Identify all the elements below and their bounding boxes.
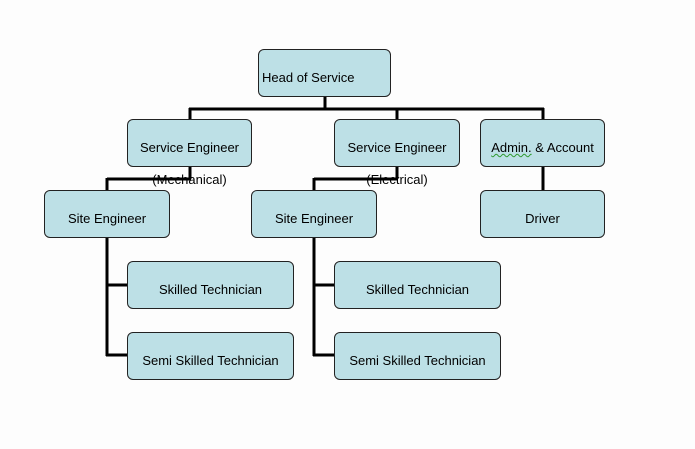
- head-of-service-box: Head of Service: [258, 49, 391, 97]
- driver-box: Driver: [480, 190, 605, 238]
- admin-account-label: Admin. & Account: [481, 140, 604, 156]
- semi-skilled-technician-electrical-box: Semi Skilled Technician: [334, 332, 501, 380]
- service-engineer-mechanical-box: Service Engineer (Mechanical): [127, 119, 252, 187]
- service-engineer-electrical-subtitle: (Electrical): [366, 172, 428, 187]
- skilled-technician-label: Skilled Technician: [158, 282, 263, 297]
- skilled-technician-electrical-box: Skilled Technician: [334, 261, 501, 309]
- site-engineer-mechanical-box: Site Engineer: [44, 190, 170, 238]
- semi-skilled-technician-mechanical-box: Semi Skilled Technician: [127, 332, 294, 380]
- service-engineer-mechanical-subtitle: (Mechanical): [152, 172, 227, 187]
- service-engineer-electrical-box: Service Engineer (Electrical): [334, 119, 460, 187]
- semi-skilled-technician-label: Semi Skilled Technician: [142, 353, 279, 368]
- site-engineer-electrical-box: Site Engineer: [251, 190, 377, 238]
- site-engineer-label: Site Engineer: [274, 211, 354, 226]
- skilled-technician-label: Skilled Technician: [365, 282, 470, 297]
- service-engineer-electrical-title: Service Engineer: [347, 140, 447, 155]
- service-engineer-mechanical-title: Service Engineer: [140, 140, 239, 155]
- admin-label-part: Admin.: [491, 140, 532, 155]
- head-of-service-label: Head of Service: [262, 70, 355, 85]
- semi-skilled-technician-label: Semi Skilled Technician: [349, 353, 486, 368]
- skilled-technician-mechanical-box: Skilled Technician: [127, 261, 294, 309]
- driver-label: Driver: [525, 211, 560, 226]
- account-label-part: & Account: [531, 140, 594, 155]
- site-engineer-label: Site Engineer: [67, 211, 147, 226]
- admin-account-box: Admin. & Account: [480, 119, 605, 167]
